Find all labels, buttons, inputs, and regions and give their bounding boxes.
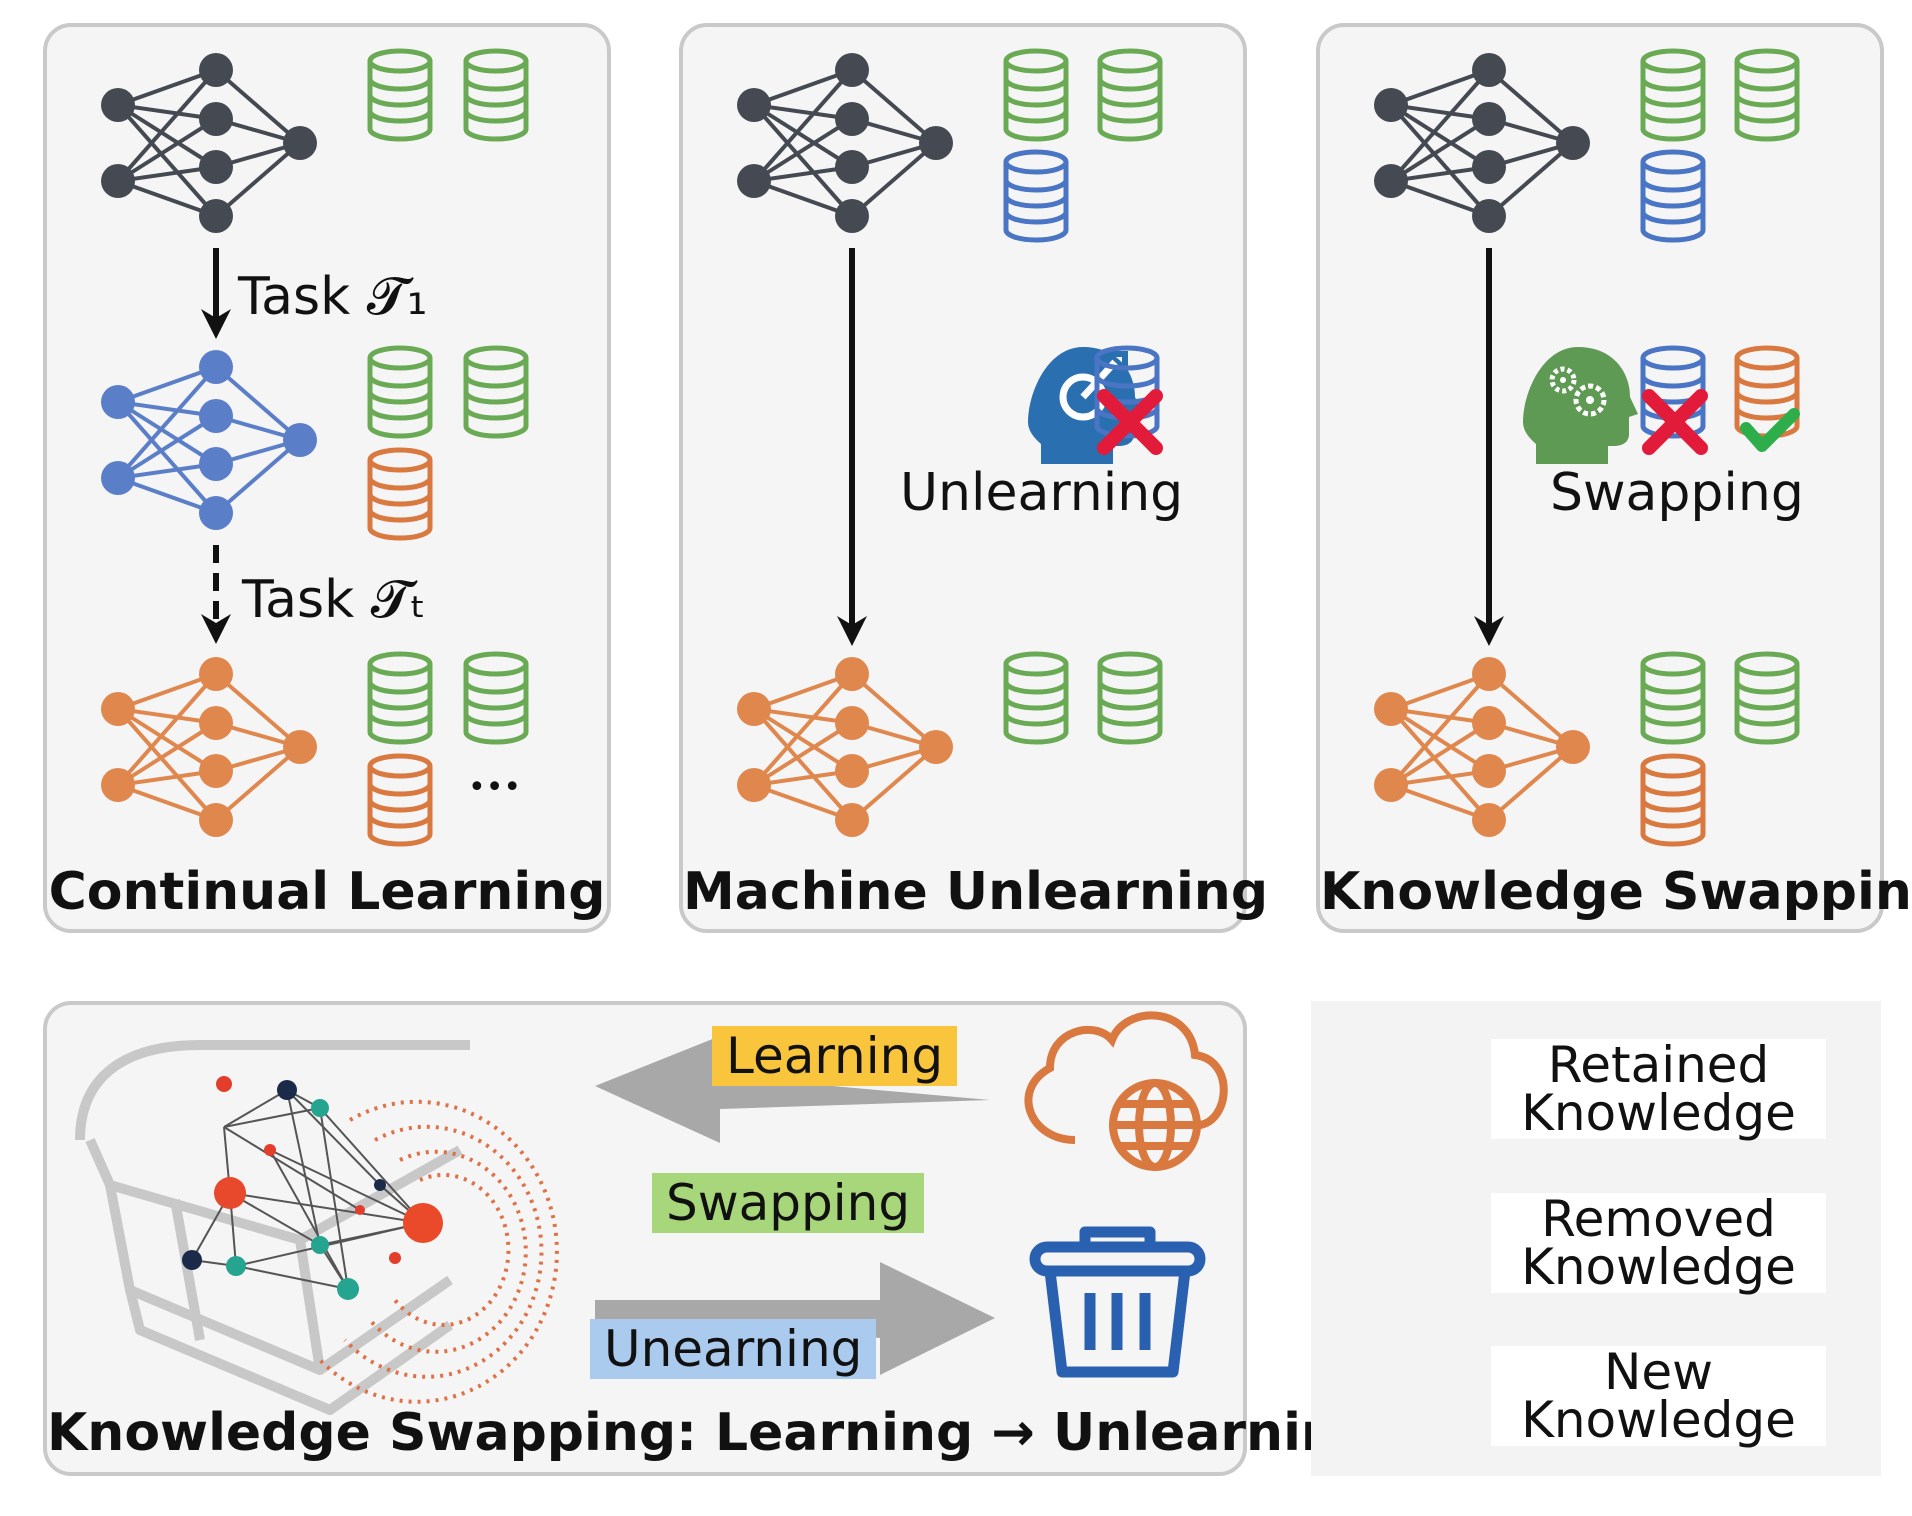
swapped-network-icon	[1372, 655, 1592, 839]
retained-db-icon	[1100, 51, 1160, 139]
blue-head-icon	[1028, 347, 1143, 464]
retained-db-icon	[1100, 654, 1160, 742]
legend-removed-label: Removed Knowledge	[1491, 1193, 1826, 1293]
bottom-title: Knowledge Swapping: Learning → Unlearnin…	[47, 1403, 1376, 1463]
retained-db-icon	[1643, 654, 1703, 742]
retained-db-icon	[466, 348, 526, 436]
check-icon	[1740, 408, 1800, 452]
base-network-icon	[1372, 51, 1592, 235]
removed-db-icon	[1643, 152, 1703, 240]
knowledge-graph-icon	[191, 1089, 424, 1290]
machine-unlearning-title: Machine Unlearning	[683, 862, 1269, 922]
learning-tag: Learning	[712, 1026, 958, 1086]
retained-db-icon	[1006, 51, 1066, 139]
ellipsis-label: •••	[468, 770, 522, 805]
knowledge-graph-nodes	[182, 1076, 443, 1300]
new-db-icon	[370, 756, 430, 844]
retained-db-icon	[1737, 51, 1797, 139]
task1-network-icon	[99, 348, 319, 532]
swapping-tag: Swapping	[652, 1173, 925, 1233]
base-network-icon	[735, 51, 955, 235]
base-network-icon	[99, 51, 319, 235]
machine-unlearning-panel: Machine Unlearning	[679, 23, 1269, 933]
retained-db-icon	[1737, 654, 1797, 742]
task1-label: Task 𝓣₁	[238, 267, 428, 327]
trash-bin-icon	[1029, 1226, 1206, 1378]
retained-db-icon	[370, 654, 430, 742]
retained-db-icon	[370, 348, 430, 436]
removed-db-icon	[1006, 152, 1066, 240]
taskt-label: Task 𝓣ₜ	[242, 570, 426, 630]
legend-new-label: New Knowledge	[1491, 1346, 1826, 1446]
retained-db-icon	[466, 654, 526, 742]
continual-learning-title: Continual Learning	[48, 862, 606, 922]
green-head-gears-icon	[1523, 347, 1638, 464]
knowledge-swapping-title: Knowledge Swapping	[1320, 862, 1912, 922]
taskt-network-icon	[99, 655, 319, 839]
retained-db-icon	[370, 51, 430, 139]
swapping-action-label: Swapping	[1550, 463, 1804, 523]
legend: Retained Knowledge Removed Knowledge New…	[1311, 1001, 1881, 1476]
learning-arrow-icon	[595, 1036, 990, 1143]
unlearning-tag: Unearning	[590, 1319, 877, 1379]
unlearning-arrow-icon	[595, 1262, 995, 1375]
retained-db-icon	[1006, 654, 1066, 742]
retained-db-icon	[466, 51, 526, 139]
particle-swirl-icon	[318, 1099, 559, 1404]
cloud-globe-icon	[1024, 1011, 1228, 1171]
new-db-icon	[1643, 756, 1703, 844]
legend-retained-label: Retained Knowledge	[1491, 1039, 1826, 1139]
unlearned-network-icon	[735, 655, 955, 839]
treasure-chest-icon	[75, 1040, 470, 1415]
retained-db-icon	[1643, 51, 1703, 139]
unlearning-action-label: Unlearning	[900, 463, 1184, 523]
new-db-icon	[370, 450, 430, 538]
